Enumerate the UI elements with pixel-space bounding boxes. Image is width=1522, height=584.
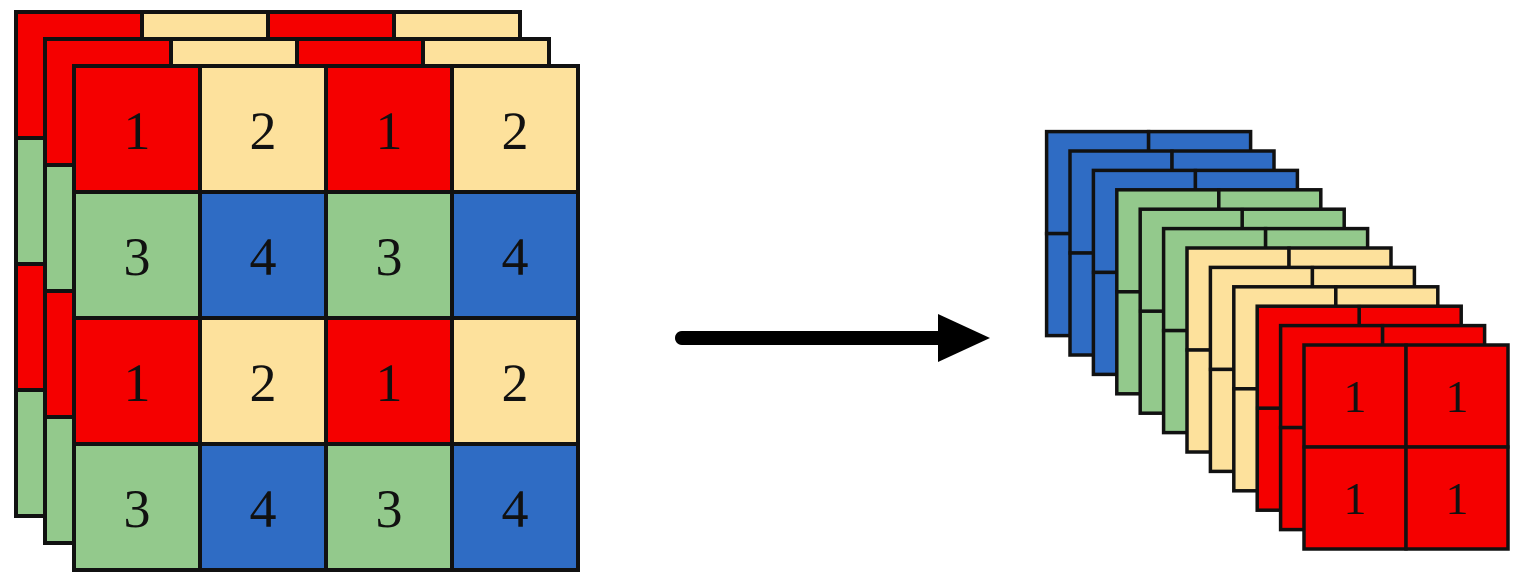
input-cell-label: 3	[376, 479, 403, 539]
input-layer: 1 2 1 2 3 4 3 4 1 2 1 2 3 4 3 4	[72, 64, 580, 572]
output-cell-label: 1	[1344, 371, 1367, 422]
input-cell-label: 2	[502, 353, 529, 413]
input-cell	[324, 442, 454, 572]
input-cell-label: 4	[502, 479, 529, 539]
input-cell-label: 2	[250, 101, 277, 161]
output-slice: 1 1 1 1	[1302, 343, 1510, 551]
output-cell-label: 1	[1446, 473, 1469, 524]
input-cell	[450, 442, 580, 572]
output-cell-label: 1	[1446, 371, 1469, 422]
input-cell	[198, 442, 328, 572]
output-cell	[1302, 445, 1408, 551]
input-cell-label: 4	[250, 227, 277, 287]
input-cell-label: 1	[124, 353, 151, 413]
input-cell	[72, 190, 202, 320]
transform-arrow	[675, 314, 990, 362]
output-tensor-stack: 1 1 1 1	[1044, 129, 1510, 551]
input-cell-label: 2	[250, 353, 277, 413]
output-cell	[1404, 445, 1510, 551]
input-cell-label: 1	[376, 101, 403, 161]
input-cell-label: 1	[376, 353, 403, 413]
input-cell-label: 3	[124, 227, 151, 287]
input-cell-label: 4	[250, 479, 277, 539]
input-cell-label: 3	[376, 227, 403, 287]
input-cell-label: 3	[124, 479, 151, 539]
input-cell	[198, 316, 328, 446]
input-cell-label: 1	[124, 101, 151, 161]
output-cell-label: 1	[1344, 473, 1367, 524]
input-cell-label: 4	[502, 227, 529, 287]
input-cell	[450, 64, 580, 194]
output-cell	[1404, 343, 1510, 449]
input-cell-label: 2	[502, 101, 529, 161]
arrow-head	[938, 314, 990, 362]
input-cell	[72, 442, 202, 572]
input-tensor-block: 1 2 1 2 3 4 3 4 1 2 1 2 3 4 3 4	[14, 10, 580, 572]
